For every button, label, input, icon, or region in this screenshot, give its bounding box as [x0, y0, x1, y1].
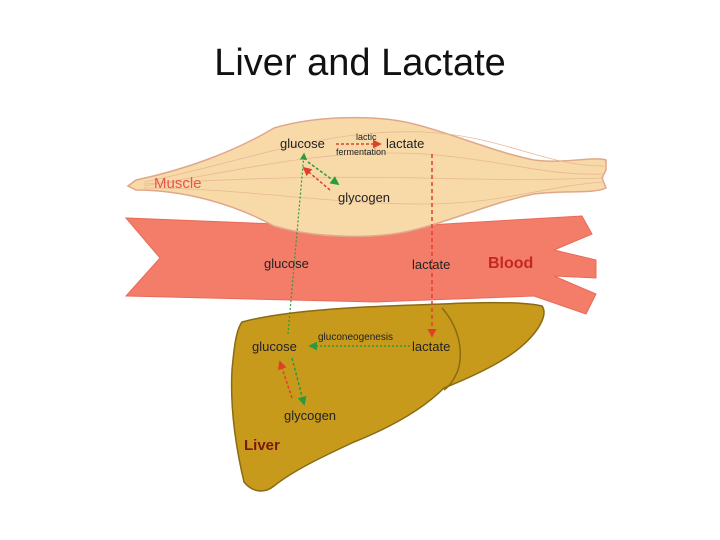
liver-glycogen-label: glycogen [284, 408, 336, 423]
muscle-label: Muscle [154, 175, 202, 192]
lactic-fermentation-label-line1: lactic [356, 132, 377, 142]
muscle-fibers [143, 131, 605, 205]
slide-title: Liver and Lactate [214, 42, 506, 84]
muscle-glycogen-to-glucose-arrow [302, 166, 331, 191]
liver-glycogen-to-glucose-arrow [278, 360, 293, 399]
liver-shape [230, 301, 545, 492]
muscle-lactate-label: lactate [386, 136, 424, 151]
gluconeogenesis-label: gluconeogenesis [318, 332, 393, 343]
muscle-glucose-label: glucose [280, 136, 325, 151]
liver-lactate-label: lactate [412, 339, 450, 354]
muscle-glucose-to-glycogen-arrow [307, 161, 340, 186]
blood-vessel [124, 215, 597, 315]
liver-label: Liver [244, 437, 280, 454]
lactic-fermentation-label-line2: fermentation [336, 147, 386, 157]
liver-lobe-line [441, 307, 461, 391]
liver-glucose-to-glycogen-arrow [291, 357, 307, 406]
blood-label: Blood [488, 255, 533, 272]
blood-lactate-label: lactate [412, 257, 450, 272]
blood-glucose-label: glucose [264, 256, 309, 271]
muscle-glycogen-label: glycogen [338, 190, 390, 205]
cori-cycle-diagram: Muscle glucose lactate glycogen lactic f… [124, 116, 607, 492]
liver-glucose-label: glucose [252, 339, 297, 354]
